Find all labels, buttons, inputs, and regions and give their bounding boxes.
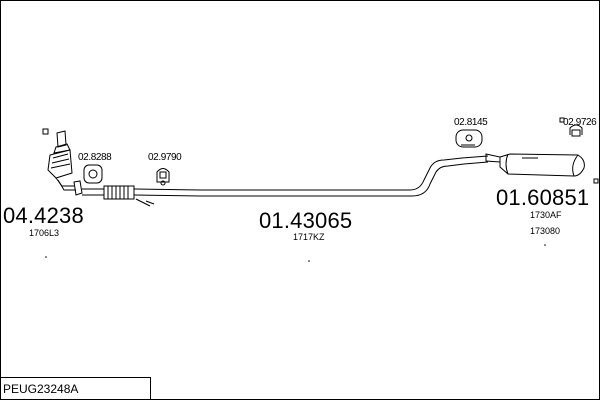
mid-pipe-ref: 1717KZ — [293, 232, 325, 242]
front-clamp-part-number: 02.9790 — [148, 152, 182, 163]
diagram-code-box: PEUG23248A — [0, 377, 151, 399]
mid-pipe-part-number: 01.43065 — [259, 208, 353, 233]
rear-silencer-drawing — [485, 153, 599, 184]
mid-pipe-drawing — [82, 155, 489, 207]
catalyst-drawing — [42, 128, 83, 196]
rear-silencer-part-number: 01.60851 — [496, 185, 590, 210]
rear-mount-part-number: 02.8145 — [454, 117, 488, 128]
gasket-drawing — [83, 164, 103, 184]
rear-mount-drawing — [455, 129, 483, 148]
rear-silencer-ref-1: 1730AF — [530, 210, 562, 220]
catalyst-ref: 1706L3 — [29, 228, 60, 238]
diagram-code: PEUG23248A — [3, 382, 79, 396]
gasket-part-number: 02.8288 — [78, 152, 112, 163]
rear-clamp-drawing — [559, 117, 583, 137]
catalyst-part-number: 04.4238 — [3, 203, 84, 228]
rear-clamp-part-number: 02.9726 — [563, 117, 597, 128]
rear-silencer-ref-2: 173080 — [530, 226, 561, 236]
front-clamp-drawing — [156, 168, 170, 186]
